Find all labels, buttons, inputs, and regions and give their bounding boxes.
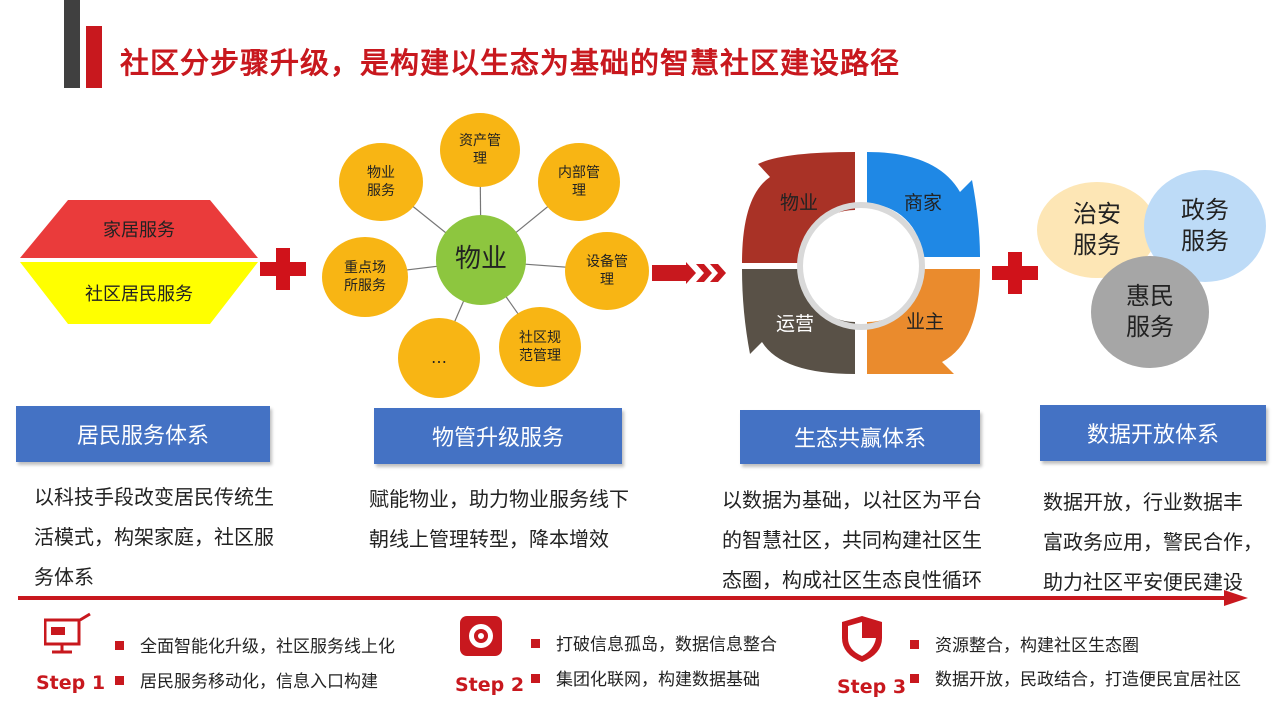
wheel-quadrant-property — [742, 152, 855, 263]
hub-node-internal-line1: 内部管 — [558, 164, 600, 181]
hub-node-equipment-line2: 理 — [600, 272, 614, 288]
resident-service-desc-line: 以科技手段改变居民传统生 — [34, 485, 274, 509]
bullet-marker — [531, 673, 540, 683]
hub-node-internal: 内部管理 — [538, 143, 620, 221]
hub-node-regulation-line2: 范管理 — [519, 348, 561, 364]
benefit-service-circle: 惠民服务 — [1091, 256, 1209, 368]
step-2-bullet-text: 集团化联网，构建数据基础 — [556, 670, 760, 690]
presentation-icon — [44, 612, 91, 654]
wheel-label-property: 物业 — [780, 192, 819, 214]
home-service-label: 家居服务 — [103, 220, 175, 241]
step-2-label: Step 2 — [455, 674, 525, 696]
plus-icon — [260, 248, 306, 290]
hub-node-asset: 资产管理 — [440, 113, 520, 187]
header-bar-red — [86, 26, 102, 88]
hub-node-property-service-line2: 服务 — [367, 183, 395, 199]
step-1-bullet: 居民服务移动化，信息入口构建 — [115, 667, 378, 692]
ecosystem-desc-line: 的智慧社区，共同构建社区生 — [722, 528, 982, 552]
home-service-shape — [20, 200, 258, 258]
bullet-marker — [115, 675, 124, 685]
step-2-bullet: 集团化联网，构建数据基础 — [531, 665, 760, 690]
data-open-desc-line: 富政务应用，警民合作， — [1043, 530, 1263, 554]
hub-node-key-venue-line2: 所服务 — [344, 278, 386, 294]
plus-icon — [992, 252, 1038, 294]
step-1-bullet-text: 全面智能化升级，社区服务线上化 — [140, 637, 395, 657]
hub-node-key-venue-line1: 重点场 — [344, 259, 386, 276]
benefit-service-line2: 服务 — [1126, 313, 1174, 341]
data-open-desc: 数据开放，行业数据丰 富政务应用，警民合作， 助力社区平安便民建设 — [1043, 482, 1263, 602]
hub-node-asset-line1: 资产管 — [459, 132, 501, 149]
step-2-bullet: 打破信息孤岛，数据信息整合 — [531, 630, 777, 655]
hub-node-regulation: 社区规范管理 — [499, 307, 581, 387]
hub-node-property-service-line1: 物业 — [367, 164, 395, 181]
hub-node-equipment-line1: 设备管 — [586, 253, 628, 270]
ecosystem-desc-line: 态圈，构成社区生态良性循环 — [722, 568, 982, 592]
resident-service-system-box: 居民服务体系 — [16, 406, 270, 462]
security-service-line1: 治安 — [1073, 199, 1121, 228]
data-open-desc-line: 助力社区平安便民建设 — [1043, 570, 1243, 594]
step-3-bullet: 资源整合，构建社区生态圈 — [910, 631, 1139, 656]
wheel-quadrant-operation — [742, 269, 855, 374]
hub-center-label: 物业 — [454, 244, 507, 275]
resident-service-desc: 以科技手段改变居民传统生 活模式，构架家庭，社区服 务体系 — [34, 477, 274, 597]
property-upgrade-desc: 赋能物业，助力物业服务线下 朝线上管理转型，降本增效 — [369, 479, 629, 559]
step-3-bullet: 数据开放，民政结合，打造便民宜居社区 — [910, 665, 1241, 690]
resident-service-label: 社区居民服务 — [85, 284, 193, 305]
resident-service-trapezoid: 社区居民服务 — [20, 262, 258, 324]
step-1-label: Step 1 — [36, 672, 106, 694]
hub-node-property-service: 物业服务 — [339, 143, 423, 221]
government-service-line1: 政务 — [1181, 195, 1229, 224]
hub-center-node: 物业 — [436, 215, 526, 305]
hub-node-internal-line2: 理 — [572, 183, 586, 199]
benefit-service-line1: 惠民 — [1126, 281, 1174, 310]
header-bar-dark — [64, 0, 80, 88]
data-open-desc-line: 数据开放，行业数据丰 — [1043, 490, 1243, 514]
hub-node-more-label: … — [431, 347, 447, 367]
step-1-bullet: 全面智能化升级，社区服务线上化 — [115, 632, 395, 657]
hub-node-equipment: 设备管理 — [565, 232, 649, 310]
wheel-label-owner: 业主 — [906, 311, 945, 333]
ecosystem-box: 生态共赢体系 — [740, 410, 980, 464]
chevron-arrow-icon — [652, 262, 726, 284]
wheel-quadrant-merchant — [867, 152, 980, 257]
resident-service-desc-line: 活模式，构架家庭，社区服 — [34, 525, 274, 549]
step-3-bullet-text: 数据开放，民政结合，打造便民宜居社区 — [935, 670, 1241, 690]
ecosystem-wheel — [742, 152, 980, 374]
resident-service-shape — [20, 262, 258, 324]
wheel-quadrant-owner — [867, 269, 980, 374]
hub-node-key-venue: 重点场所服务 — [322, 237, 408, 317]
step-1-bullet-text: 居民服务移动化，信息入口构建 — [140, 672, 378, 692]
data-open-box: 数据开放体系 — [1040, 405, 1266, 461]
bullet-marker — [531, 638, 540, 648]
ecosystem-desc: 以数据为基础，以社区为平台 的智慧社区，共同构建社区生 态圈，构成社区生态良性循… — [722, 480, 982, 600]
ecosystem-desc-line: 以数据为基础，以社区为平台 — [722, 488, 982, 512]
safe-icon — [460, 616, 502, 656]
wheel-label-merchant: 商家 — [904, 192, 943, 214]
bullet-marker — [910, 639, 919, 649]
wheel-ring — [797, 202, 925, 330]
bullet-marker — [115, 640, 124, 650]
government-service-line2: 服务 — [1181, 227, 1229, 255]
timeline-arrow — [18, 590, 1248, 606]
hub-node-more: … — [398, 318, 480, 398]
step-3-bullet-text: 资源整合，构建社区生态圈 — [935, 636, 1139, 656]
wheel-label-operation: 运营 — [776, 313, 815, 335]
shield-icon — [842, 616, 882, 662]
security-service-line2: 服务 — [1073, 231, 1121, 259]
property-upgrade-desc-line: 赋能物业，助力物业服务线下 — [369, 487, 629, 511]
resident-service-desc-line: 务体系 — [34, 565, 94, 589]
hub-node-asset-line2: 理 — [473, 151, 487, 167]
bullet-marker — [910, 673, 919, 683]
hub-node-regulation-line1: 社区规 — [519, 329, 561, 346]
page-title: 社区分步骤升级，是构建以生态为基础的智慧社区建设路径 — [120, 46, 901, 80]
step-2-bullet-text: 打破信息孤岛，数据信息整合 — [556, 635, 777, 655]
property-upgrade-desc-line: 朝线上管理转型，降本增效 — [369, 527, 609, 551]
home-service-trapezoid: 家居服务 — [20, 200, 258, 258]
property-upgrade-box: 物管升级服务 — [374, 408, 622, 464]
step-3-label: Step 3 — [837, 676, 907, 698]
